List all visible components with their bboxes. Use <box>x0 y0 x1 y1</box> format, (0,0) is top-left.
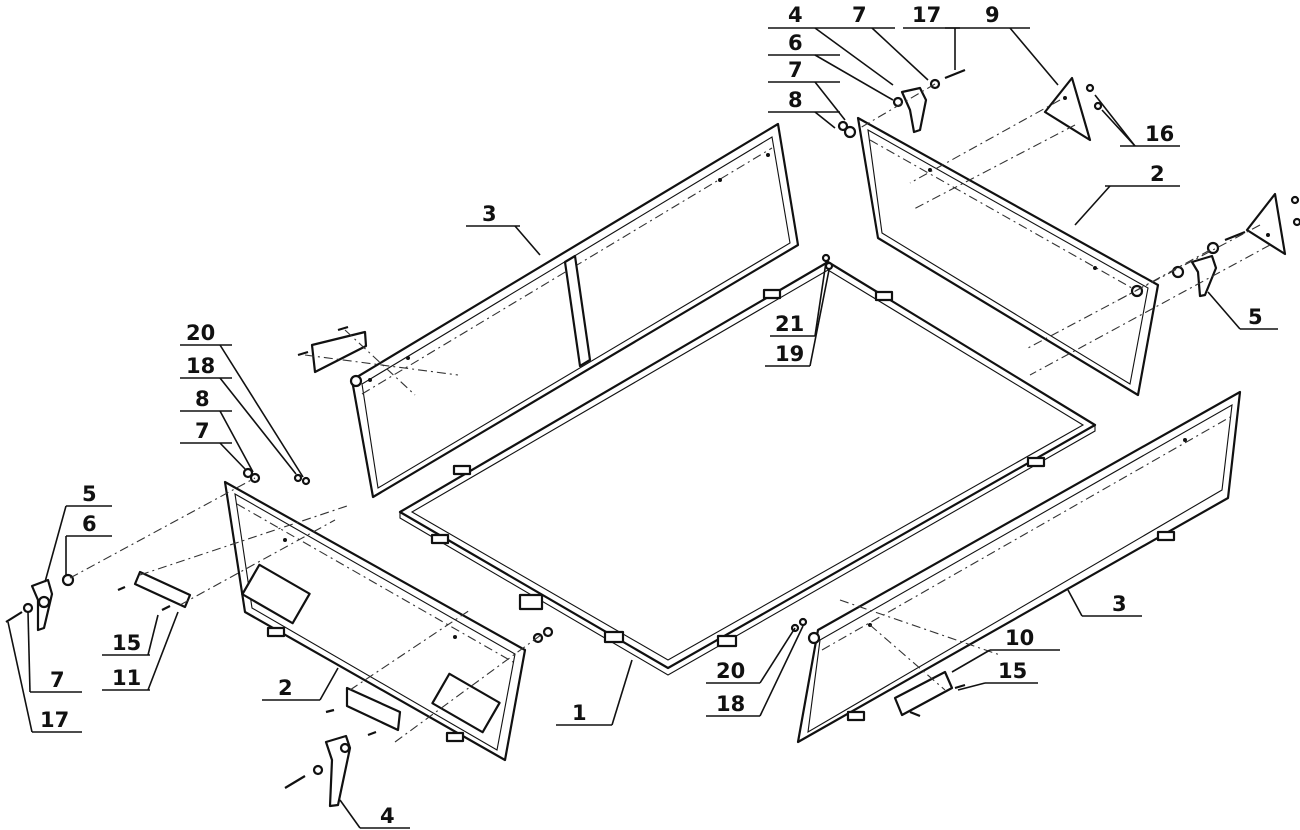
callout-4-bottom: 4 <box>380 804 395 828</box>
latches <box>30 86 1218 808</box>
callout-18-left: 18 <box>186 354 215 378</box>
plates <box>133 330 954 732</box>
hardware <box>5 68 1300 789</box>
side-panel-front <box>796 390 1242 744</box>
leader-lines <box>7 27 1278 829</box>
callout-6-left: 6 <box>82 512 97 536</box>
callout-11: 11 <box>112 666 141 690</box>
callout-15-right: 15 <box>998 659 1027 683</box>
end-panel-right <box>856 116 1160 397</box>
reflector-triangles <box>1043 76 1287 256</box>
callout-9: 9 <box>985 3 1000 27</box>
callout-3-right: 3 <box>1112 592 1127 616</box>
callout-labels: 4 7 17 9 6 7 8 16 2 3 5 21 19 20 18 8 7 … <box>40 3 1263 828</box>
callout-7-left: 7 <box>195 419 210 443</box>
callout-7-top: 7 <box>852 3 867 27</box>
callout-4-top: 4 <box>788 3 803 27</box>
callout-16: 16 <box>1145 122 1174 146</box>
callout-19: 19 <box>775 342 804 366</box>
callout-15-left: 15 <box>112 631 141 655</box>
end-panel-left <box>223 480 527 762</box>
callout-7-top2: 7 <box>788 58 803 82</box>
callout-2-bottom: 2 <box>278 676 293 700</box>
assembly-centerlines <box>69 83 1271 743</box>
callout-8-top: 8 <box>788 88 803 112</box>
callout-5-right: 5 <box>1248 305 1263 329</box>
callout-18-right: 18 <box>716 692 745 716</box>
callout-6-top: 6 <box>788 31 803 55</box>
callout-7-bottom: 7 <box>50 668 65 692</box>
callout-3-top: 3 <box>482 202 497 226</box>
floor-panel <box>398 260 1097 676</box>
callout-17-top: 17 <box>912 3 941 27</box>
side-panel-rear <box>349 122 800 499</box>
callout-8-left: 8 <box>195 387 210 411</box>
callout-20-right: 20 <box>716 659 745 683</box>
callout-2-right: 2 <box>1150 162 1165 186</box>
callout-1: 1 <box>572 701 587 725</box>
callout-10: 10 <box>1005 626 1034 650</box>
callout-21: 21 <box>775 312 804 336</box>
callout-17-bottom: 17 <box>40 708 69 732</box>
callout-20-left: 20 <box>186 321 215 345</box>
callout-5-left: 5 <box>82 482 97 506</box>
